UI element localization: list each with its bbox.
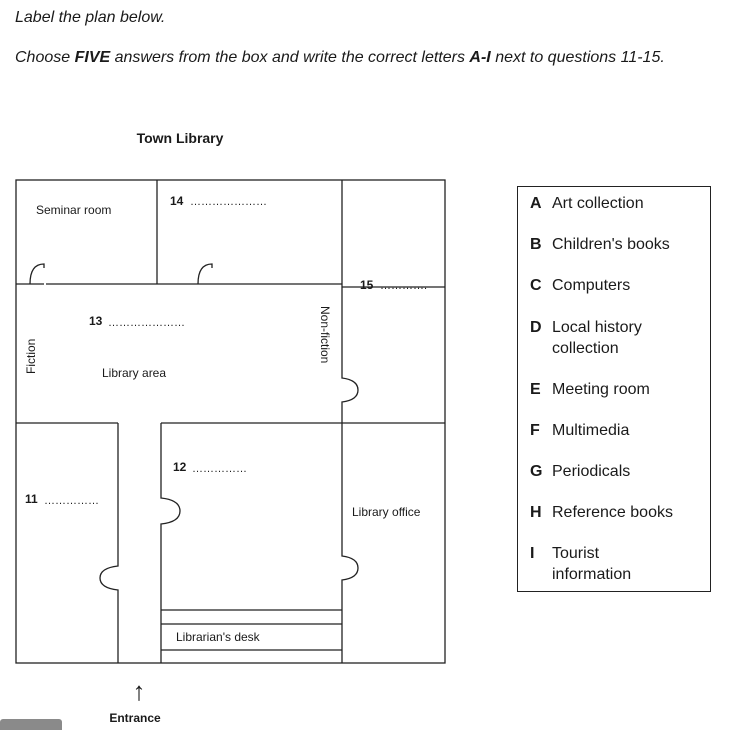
option-letter: D <box>530 319 542 336</box>
q14-dots: ………………… <box>190 196 267 208</box>
option-b: B Children's books <box>530 234 702 255</box>
q12-dots: …………… <box>192 463 247 475</box>
option-text: Local history collection <box>552 319 642 357</box>
option-h: H Reference books <box>530 502 702 523</box>
option-text: Reference books <box>552 504 673 521</box>
option-d: D Local history collection <box>530 317 672 359</box>
option-c: C Computers <box>530 275 702 296</box>
option-text: Children's books <box>552 236 670 253</box>
instruction-label-plan: Label the plan below. <box>15 9 166 26</box>
wall-room-12 <box>160 423 181 663</box>
option-text: Multimedia <box>552 422 630 439</box>
q13-dots: ………………… <box>108 317 185 329</box>
plan-title: Town Library <box>137 130 224 146</box>
door-seminar <box>29 263 45 285</box>
librarians-desk-label: Librarian's desk <box>176 630 261 644</box>
option-text: Periodicals <box>552 463 631 480</box>
instruction-text-2: answers from the box and write the corre… <box>110 49 470 66</box>
arrow-up-icon: ↑ <box>133 676 146 706</box>
q14-number: 14 <box>170 194 184 208</box>
option-text: Tourist information <box>552 545 632 583</box>
instruction-bold-letters: A-I <box>469 49 491 66</box>
option-text: Meeting room <box>552 381 650 398</box>
wall-room-11 <box>99 423 119 663</box>
option-i: I Tourist information <box>530 543 652 585</box>
instruction-text-3: next to questions 11-15. <box>490 49 665 66</box>
option-letter: G <box>530 463 543 480</box>
seminar-room-label: Seminar room <box>36 203 111 217</box>
option-letter: C <box>530 277 542 294</box>
instruction-bold-five: FIVE <box>74 49 111 66</box>
q12-number: 12 <box>173 460 187 474</box>
option-f: F Multimedia <box>530 420 702 441</box>
door-room-14 <box>197 263 213 285</box>
option-g: G Periodicals <box>530 461 702 482</box>
option-letter: I <box>530 545 535 562</box>
option-e: E Meeting room <box>530 379 702 400</box>
option-text: Computers <box>552 277 631 294</box>
option-letter: E <box>530 381 541 398</box>
wall-nonfiction <box>341 180 359 423</box>
non-fiction-label: Non-fiction <box>318 306 332 363</box>
library-area-label: Library area <box>102 366 166 380</box>
option-letter: A <box>530 195 542 212</box>
options-box: A Art collection B Children's books C Compu… <box>517 186 711 592</box>
scroll-tab[interactable] <box>0 719 62 730</box>
q11-number: 11 <box>25 492 38 506</box>
q13-number: 13 <box>89 314 103 328</box>
q15-number: 15 <box>360 278 374 292</box>
fiction-label: Fiction <box>24 339 38 374</box>
option-letter: H <box>530 504 542 521</box>
option-text: Art collection <box>552 195 644 212</box>
entrance-label: Entrance <box>109 711 161 725</box>
instruction-choose: Choose FIVE answers from the box and wri… <box>15 48 715 68</box>
q11-dots: …………… <box>44 495 99 507</box>
option-letter: F <box>530 422 540 439</box>
wall-office <box>341 423 359 663</box>
q15-dots: …………. <box>380 280 427 292</box>
instruction-text-1: Choose <box>15 49 75 66</box>
option-a: A Art collection <box>530 193 702 214</box>
library-office-label: Library office <box>352 505 421 519</box>
outer-wall <box>15 179 446 664</box>
option-letter: B <box>530 236 542 253</box>
